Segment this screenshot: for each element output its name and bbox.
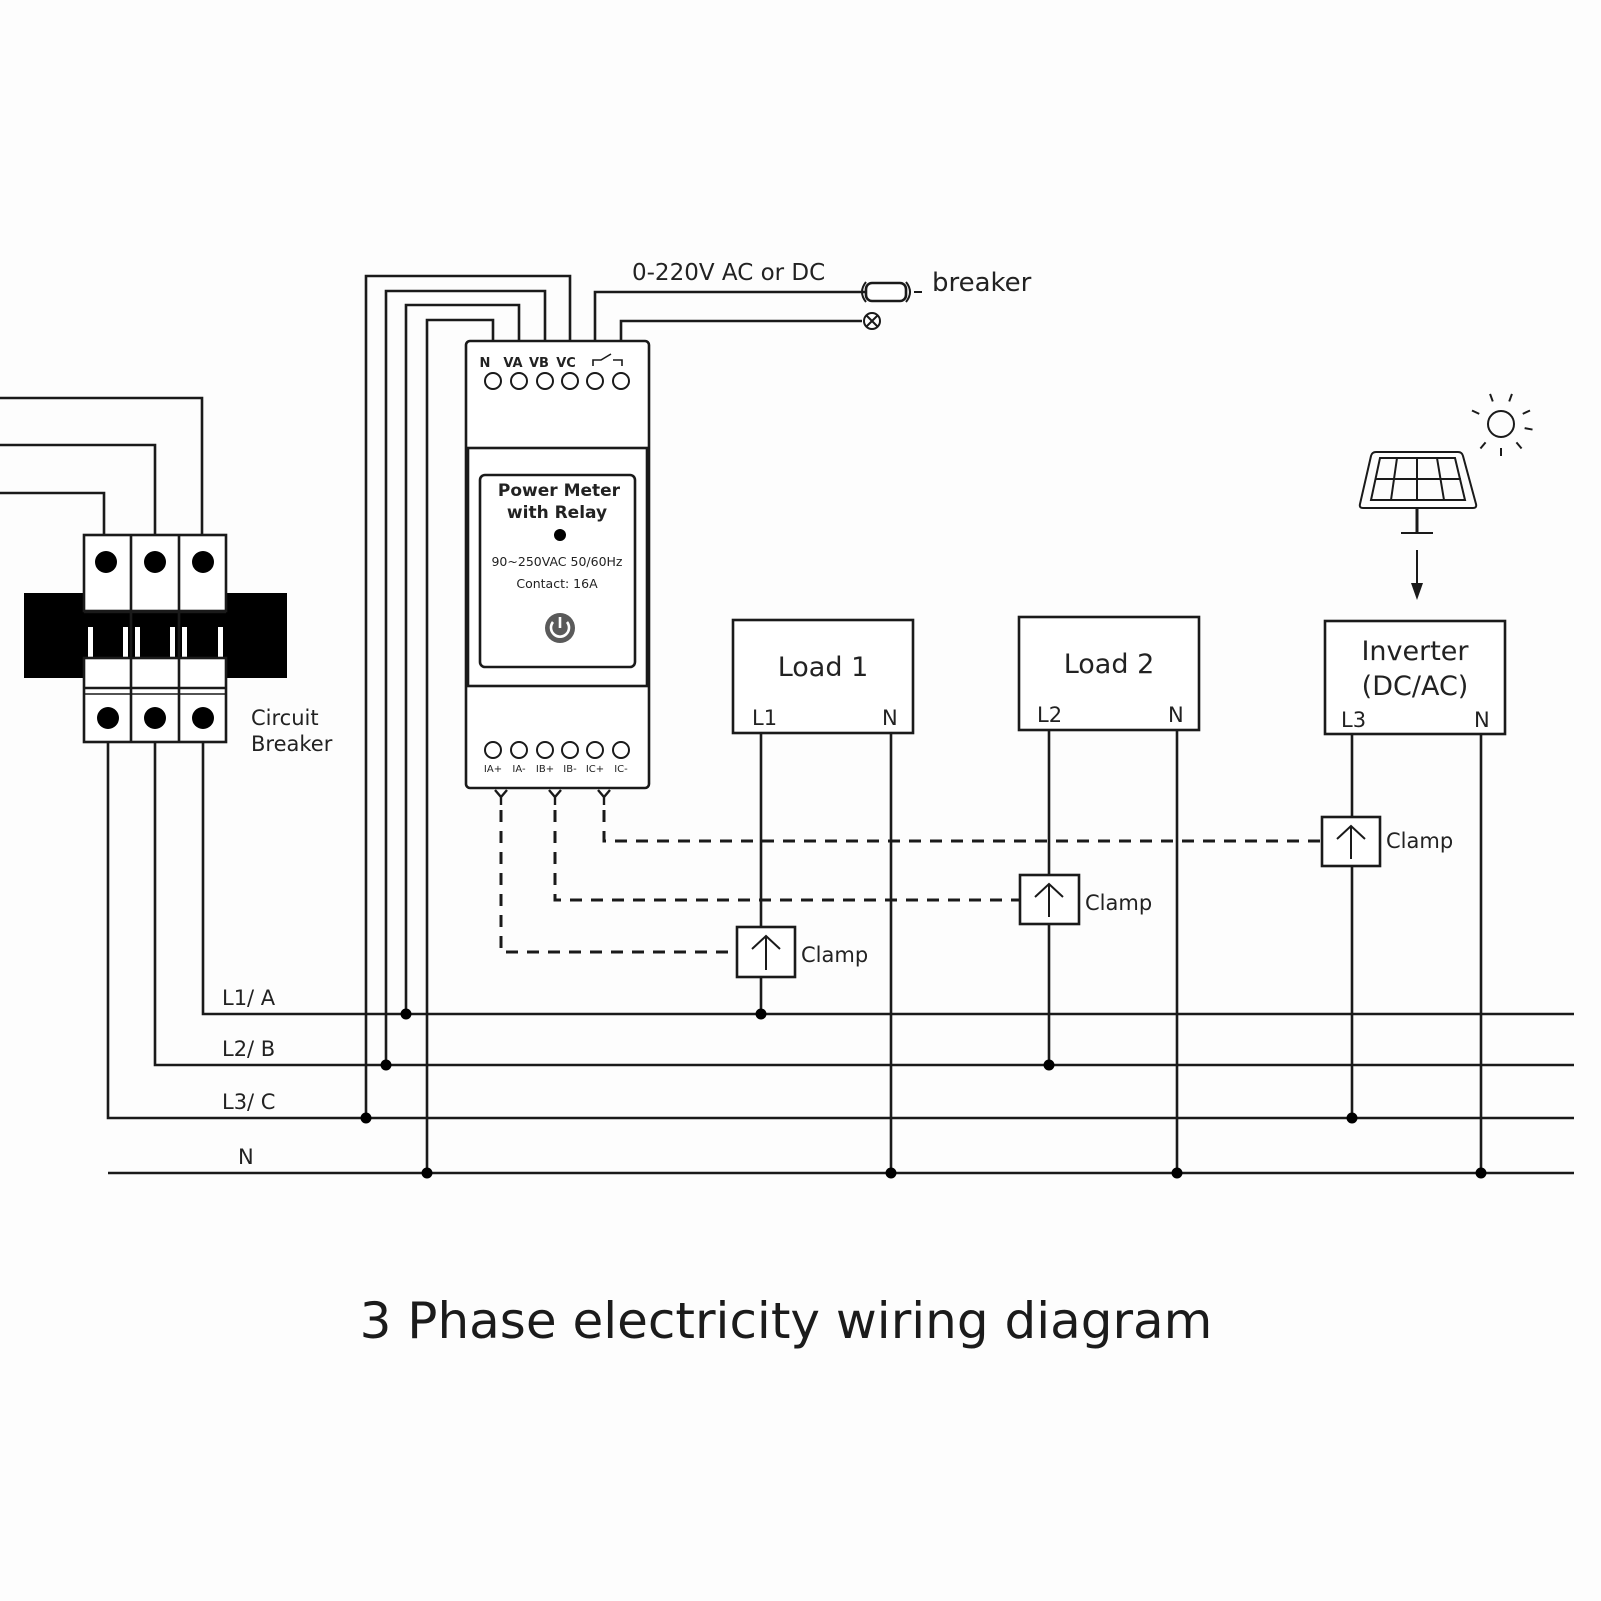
clamp-3-label: Clamp xyxy=(1386,829,1453,853)
terminal-label-ia-minus: IA- xyxy=(512,764,526,775)
top-terminal-labels: N VA VB VC xyxy=(480,353,623,371)
top-terminals xyxy=(484,372,630,390)
bus-label-l1: L1/ A xyxy=(222,986,276,1010)
arrow-up-icon xyxy=(751,934,781,970)
breaker-label: breaker xyxy=(932,268,1032,298)
terminal-screw-icon xyxy=(144,707,166,729)
bus-label-l3: L3/ C xyxy=(222,1090,275,1114)
terminal-label-ib-plus: IB+ xyxy=(536,764,554,775)
clamp-2: Clamp xyxy=(1018,873,1152,926)
junction-dot xyxy=(1043,1059,1055,1071)
meter-spec-contact: Contact: 16A xyxy=(516,576,598,591)
circuit-breaker: Circuit Breaker xyxy=(24,533,333,756)
lamp-icon xyxy=(863,312,881,330)
inverter: Inverter (DC/AC) L3 N xyxy=(1323,619,1507,1179)
terminal-screw-icon xyxy=(97,707,119,729)
arrow-down-icon xyxy=(1411,550,1423,600)
junction-dot xyxy=(1171,1167,1183,1179)
inverter-phase: L3 xyxy=(1341,708,1366,732)
bottom-terminal-labels: IA+ IA- IB+ IB- IC+ IC- xyxy=(484,764,628,775)
bus-label-l2: L2/ B xyxy=(222,1037,275,1061)
arrow-up-icon xyxy=(1034,882,1064,917)
terminal-label-ib-minus: IB- xyxy=(563,764,577,775)
breaker-label-line2: Breaker xyxy=(251,732,333,756)
relay-supply-label: 0-220V AC or DC xyxy=(632,260,825,286)
solar-panel-icon xyxy=(1358,451,1478,534)
junction-dot xyxy=(1475,1167,1487,1179)
breaker-output-wires xyxy=(106,742,1574,1175)
input-feed-wires xyxy=(0,396,204,535)
terminal-label-ia-plus: IA+ xyxy=(484,764,502,775)
relay-wires: 0-220V AC or DC breaker xyxy=(593,260,1032,341)
sun-icon xyxy=(1471,393,1533,456)
clamp-lead-ic xyxy=(602,810,1322,843)
meter-name-line2: with Relay xyxy=(507,503,607,523)
terminal-label-ic-plus: IC+ xyxy=(586,764,604,775)
relay-switch-icon xyxy=(592,353,623,366)
inverter-neutral: N xyxy=(1474,708,1490,732)
junction-dot xyxy=(360,1112,372,1124)
load-2: Load 2 L2 N xyxy=(1017,615,1201,1179)
terminal-screw-icon xyxy=(95,551,117,573)
junction-dot xyxy=(400,1008,412,1020)
breaker-label-line1: Circuit xyxy=(251,706,319,730)
terminal-label-vb: VB xyxy=(529,356,549,371)
terminal-screw-icon xyxy=(192,551,214,573)
fuse-icon xyxy=(861,281,922,303)
clamp-lead-ia xyxy=(499,810,728,954)
terminal-label-va: VA xyxy=(503,356,522,371)
load-2-phase: L2 xyxy=(1037,703,1062,727)
meter-spec-voltage: 90~250VAC 50/60Hz xyxy=(491,554,622,569)
junction-dot xyxy=(1346,1112,1358,1124)
bus-label-n: N xyxy=(238,1145,254,1169)
clamp-1: Clamp xyxy=(735,925,868,979)
clamp-leads xyxy=(494,789,1322,954)
junction-dot xyxy=(885,1167,897,1179)
power-meter: N VA VB VC Power Meter with Relay 90~250… xyxy=(464,339,651,790)
arrow-up-icon xyxy=(1336,824,1366,859)
load-1-phase: L1 xyxy=(752,706,777,730)
bottom-terminals xyxy=(484,741,630,759)
terminal-label-ic-minus: IC- xyxy=(614,764,628,775)
clamp-2-label: Clamp xyxy=(1085,891,1152,915)
terminal-label-vc: VC xyxy=(556,356,576,371)
meter-voltage-wires xyxy=(360,274,572,1179)
load-2-name: Load 2 xyxy=(1064,649,1155,680)
clamp-1-label: Clamp xyxy=(801,943,868,967)
inverter-name-line1: Inverter xyxy=(1361,636,1469,667)
junction-dot xyxy=(380,1059,392,1071)
junction-dot xyxy=(421,1167,433,1179)
terminal-label-n: N xyxy=(480,356,491,371)
load-2-neutral: N xyxy=(1168,703,1184,727)
meter-name-line1: Power Meter xyxy=(498,481,621,501)
status-led-icon xyxy=(554,529,566,541)
clamp-lead-ib xyxy=(553,810,1020,902)
load-1-neutral: N xyxy=(882,706,898,730)
clamp-3: Clamp xyxy=(1320,815,1453,868)
diagram-title: 3 Phase electricity wiring diagram xyxy=(360,1292,1213,1350)
terminal-screw-icon xyxy=(192,707,214,729)
solar-source xyxy=(1358,393,1533,600)
junction-dot xyxy=(755,1008,767,1020)
inverter-name-line2: (DC/AC) xyxy=(1362,671,1469,702)
load-1: Load 1 L1 N xyxy=(731,618,915,1179)
load-1-name: Load 1 xyxy=(778,652,869,683)
power-icon[interactable] xyxy=(545,613,575,643)
terminal-screw-icon xyxy=(144,551,166,573)
